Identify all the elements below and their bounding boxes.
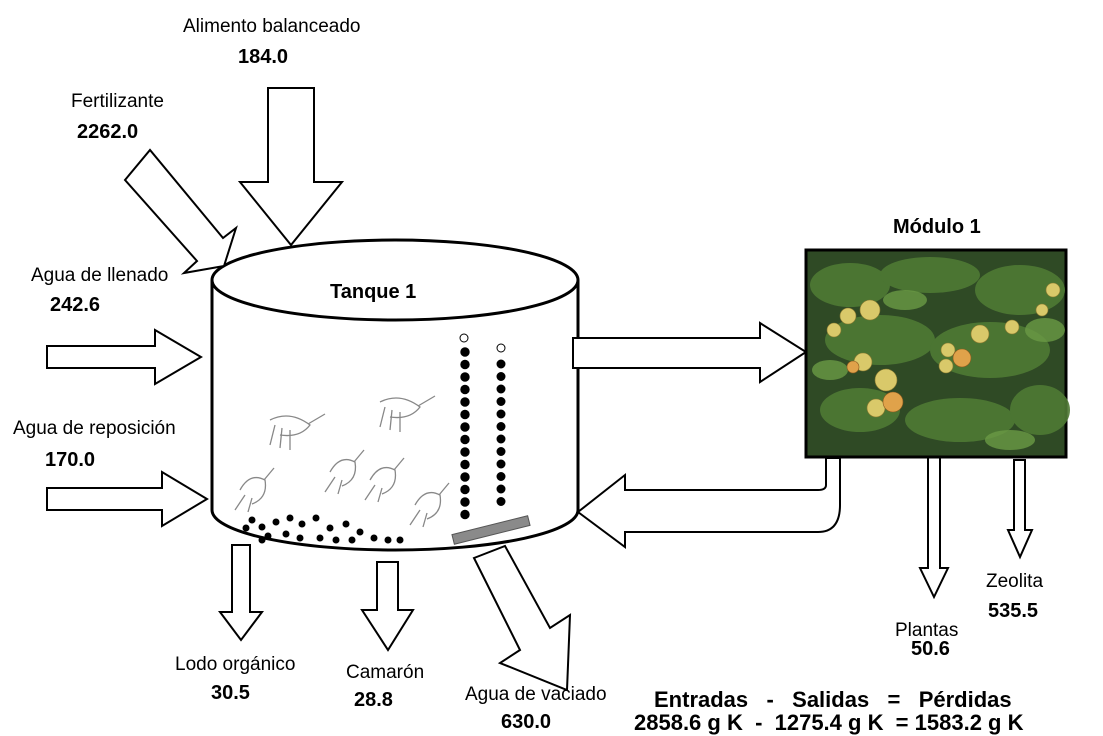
- sludge-dot: [371, 535, 377, 541]
- bubble: [461, 423, 469, 431]
- output-label-zeolita: Zeolita: [986, 571, 1043, 593]
- input-label-agua-llenado: Agua de llenado: [31, 265, 168, 287]
- sludge-dot: [343, 521, 349, 527]
- bubble: [497, 398, 505, 406]
- bubble: [497, 473, 505, 481]
- input-value-agua-llenado: 242.6: [50, 294, 100, 317]
- sludge-dot: [297, 535, 303, 541]
- output-value-lodo: 30.5: [211, 682, 250, 705]
- sludge-dot: [333, 537, 339, 543]
- sludge-dot: [265, 533, 271, 539]
- bubble: [461, 448, 469, 456]
- bubble: [497, 423, 505, 431]
- arrow-agua-vaciado: [474, 546, 570, 690]
- bubble: [461, 510, 469, 518]
- output-label-lodo: Lodo orgánico: [175, 654, 295, 676]
- tank-title: Tanque 1: [330, 281, 416, 304]
- bubble: [497, 360, 505, 368]
- bubble: [497, 498, 505, 506]
- output-value-plantas: 50.6: [911, 638, 950, 661]
- sludge-dot: [249, 517, 255, 523]
- output-value-agua-vaciado: 630.0: [501, 711, 551, 734]
- bubble: [461, 348, 469, 356]
- bubble: [497, 460, 505, 468]
- sludge-dot: [259, 524, 265, 530]
- arrow-agua-llenado: [47, 330, 201, 384]
- input-label-agua-reposicion: Agua de reposición: [13, 418, 176, 440]
- arrow-plantas: [920, 455, 948, 597]
- sludge-dot: [313, 515, 319, 521]
- sludge-dot: [259, 537, 265, 543]
- bubble: [497, 385, 505, 393]
- arrow-alimento: [240, 88, 342, 245]
- arrow-fertilizante: [125, 150, 236, 273]
- bubble: [461, 373, 469, 381]
- sludge-dot: [357, 529, 363, 535]
- bubble: [461, 385, 469, 393]
- bubble: [497, 485, 505, 493]
- sludge-dot: [397, 537, 403, 543]
- module-photo: [806, 250, 1070, 457]
- sludge-dot: [349, 537, 355, 543]
- sludge-dot: [327, 525, 333, 531]
- sludge-dot: [299, 521, 305, 527]
- module-title: Módulo 1: [893, 216, 981, 239]
- output-value-zeolita: 535.5: [988, 600, 1038, 623]
- bubble: [461, 410, 469, 418]
- arrow-lodo: [220, 545, 262, 640]
- bubble: [461, 485, 469, 493]
- output-value-camaron: 28.8: [354, 689, 393, 712]
- arrow-tank-to-module: [573, 323, 806, 382]
- input-value-fertilizante: 2262.0: [77, 121, 138, 144]
- sludge-dot: [283, 531, 289, 537]
- balance-values: 2858.6 g K - 1275.4 g K = 1583.2 g K: [634, 710, 1023, 736]
- bubble: [497, 448, 505, 456]
- output-label-camaron: Camarón: [346, 662, 424, 684]
- bubble: [497, 344, 505, 352]
- sludge-dot: [385, 537, 391, 543]
- input-label-fertilizante: Fertilizante: [71, 91, 164, 113]
- bubble: [461, 473, 469, 481]
- input-value-agua-reposicion: 170.0: [45, 449, 95, 472]
- sludge-dot: [243, 525, 249, 531]
- sludge-dot: [317, 535, 323, 541]
- bubble: [497, 410, 505, 418]
- bubble: [461, 435, 469, 443]
- arrow-return: [578, 458, 840, 547]
- input-label-alimento: Alimento balanceado: [183, 16, 360, 38]
- sludge-dot: [287, 515, 293, 521]
- bubble: [497, 435, 505, 443]
- bubble: [461, 360, 469, 368]
- bubble: [497, 373, 505, 381]
- sludge-dot: [273, 519, 279, 525]
- bubble: [460, 334, 468, 342]
- bubble: [461, 498, 469, 506]
- arrow-agua-reposicion: [47, 472, 207, 526]
- input-value-alimento: 184.0: [238, 46, 288, 69]
- arrow-camaron: [362, 562, 413, 650]
- bubble: [461, 398, 469, 406]
- bubble: [461, 460, 469, 468]
- arrow-zeolita: [1008, 460, 1032, 557]
- output-label-agua-vaciado: Agua de vaciado: [465, 684, 607, 706]
